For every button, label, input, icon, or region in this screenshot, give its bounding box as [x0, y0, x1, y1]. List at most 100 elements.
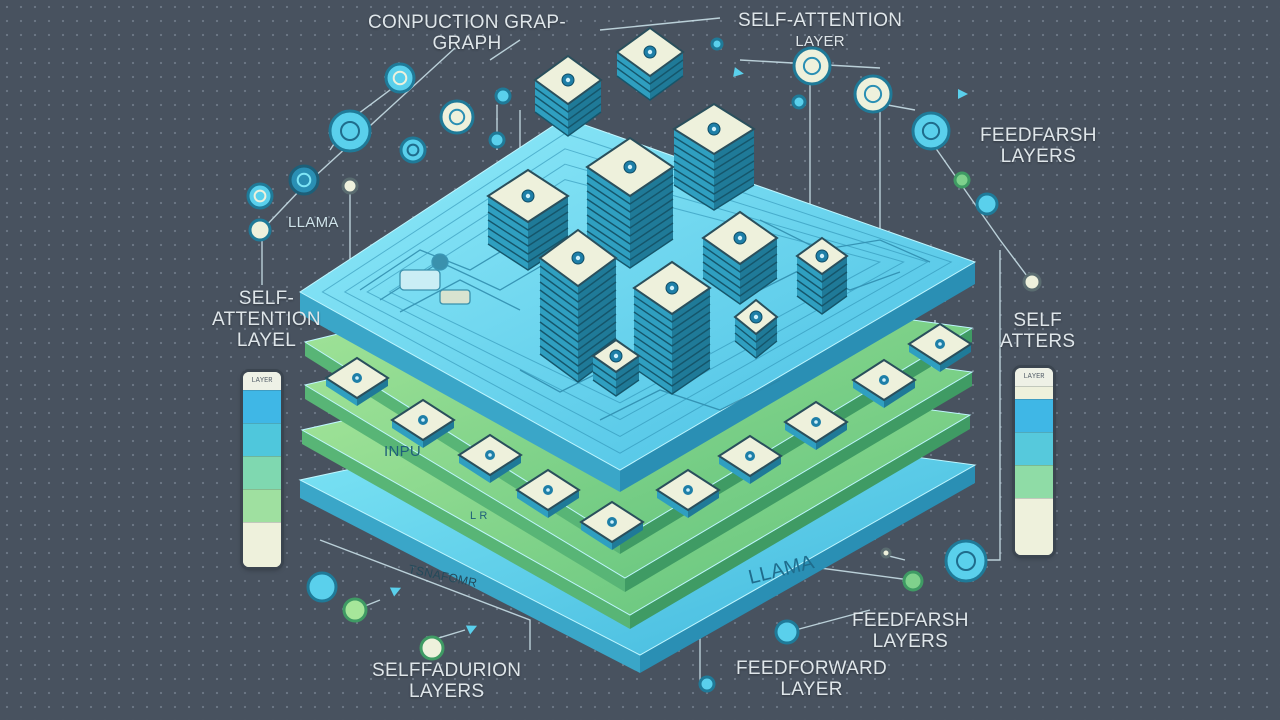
tower-stripe: [539, 321, 617, 351]
label-text: ATTENTION: [212, 309, 321, 330]
node-dot-icon-inner: [956, 551, 976, 571]
connector-line: [319, 539, 531, 650]
tower-stripe: [702, 261, 778, 289]
label-text: CONPUCTION GRAP-: [368, 12, 566, 33]
lower-node: [783, 400, 849, 450]
circle-dot-icon-center: [525, 193, 531, 199]
connector-circle: [1022, 272, 1042, 292]
tower-stripe: [539, 337, 617, 367]
node-dot-icon-inner: [253, 189, 267, 203]
connector-circle: [774, 619, 800, 645]
label-left-self-attention: SELF- ATTENTION LAYEL: [212, 288, 321, 351]
lower-node: [907, 322, 973, 372]
node-dot-icon-inner: [340, 121, 360, 141]
plate-side-left: [305, 385, 625, 592]
connector-circle: [698, 675, 716, 693]
tower-face-left: [735, 317, 756, 358]
tower-stripe: [633, 295, 711, 323]
connector-circle: [953, 171, 971, 189]
tower-stripe: [539, 289, 617, 319]
tower-stripe: [539, 329, 617, 359]
node-side: [326, 378, 357, 406]
arrow-heads: [389, 67, 968, 635]
tower-stripe: [796, 287, 848, 307]
node-dot-icon: [853, 74, 893, 114]
node-dot-icon: [384, 62, 416, 94]
node-dot-icon: [880, 547, 892, 559]
chip-dot: [431, 253, 449, 271]
node-side: [750, 456, 781, 484]
node-dot-icon: [710, 37, 724, 51]
node-dot-icon: [328, 109, 372, 153]
tower-stripe: [487, 235, 569, 263]
label-text: LAYERS: [872, 631, 949, 652]
tower-stripe: [616, 59, 684, 85]
circuit-trace: [599, 379, 781, 421]
arrow-head-icon: [733, 67, 744, 77]
circuit-trace: [399, 279, 521, 313]
plate-side-left: [302, 430, 630, 629]
tower-stripe: [539, 305, 617, 335]
connector-line: [787, 609, 871, 633]
connector-circle: [384, 62, 416, 94]
tower-stripe: [586, 182, 674, 213]
tower-stripe: [673, 144, 755, 171]
tower-node: [672, 102, 756, 211]
tower-face-left: [674, 129, 714, 210]
connector-line: [929, 139, 1031, 281]
connector-circle: [248, 218, 272, 242]
connector-circle: [246, 182, 274, 210]
tower-stripe: [796, 279, 848, 299]
node-dot-icon: [419, 635, 445, 661]
tower-stripe: [796, 295, 848, 315]
circuit-trace: [519, 369, 601, 393]
connector-circle: [342, 597, 368, 623]
tower-node: [533, 54, 603, 137]
tower-stripe: [796, 271, 848, 291]
tower-stripe: [633, 351, 711, 379]
circle-dot-icon-center: [647, 49, 653, 55]
node-side: [853, 380, 884, 408]
node-dot-icon: [288, 164, 320, 196]
node-side: [884, 380, 915, 408]
tower-stripe: [487, 211, 569, 239]
node-side: [940, 344, 971, 372]
lower-nodes: [324, 322, 973, 550]
tower-face-left: [617, 52, 650, 100]
node-dot-icon: [439, 99, 475, 135]
connector-circle: [328, 109, 372, 153]
tower-stripe: [592, 363, 640, 381]
label-top-left: CONPUCTION GRAP- GRAPH: [368, 12, 566, 54]
left-level-meter: LAYER: [243, 372, 281, 567]
tower-stripe: [673, 136, 755, 163]
tower-stripe: [633, 335, 711, 363]
circle-dot-icon-center: [686, 488, 690, 492]
connector-circle: [306, 571, 338, 603]
lower-node: [515, 468, 581, 518]
meter-segment: [243, 456, 281, 489]
node-side: [357, 378, 388, 406]
plate-inner-outline: [366, 163, 905, 421]
tower-node: [486, 168, 570, 271]
node-dot-icon: [792, 46, 832, 86]
tower-stripe: [734, 332, 778, 351]
node-dot-icon: [341, 177, 359, 195]
tower-stripe: [616, 75, 684, 101]
circle-dot-icon-center: [546, 488, 550, 492]
meter-segment: [1015, 465, 1053, 498]
circle-dot-icon-center: [737, 235, 743, 241]
node-side: [719, 456, 750, 484]
right-level-meter: LAYER: [1015, 368, 1053, 555]
node-dot-icon-inner: [921, 121, 941, 141]
label-text: LAYER: [795, 33, 845, 50]
label-right-self: SELF ATTERS: [1000, 310, 1075, 352]
connector-line: [960, 250, 1001, 561]
tower-face-right: [630, 167, 673, 268]
lower-node: [717, 434, 783, 484]
tower-node: [585, 136, 675, 269]
label-text: ATTERS: [1000, 331, 1076, 352]
label-text: SELF-ATTENTION: [738, 10, 903, 31]
tower-stripe: [539, 265, 617, 295]
circle-dot-icon-center: [575, 255, 581, 261]
connector-circle: [399, 136, 427, 164]
